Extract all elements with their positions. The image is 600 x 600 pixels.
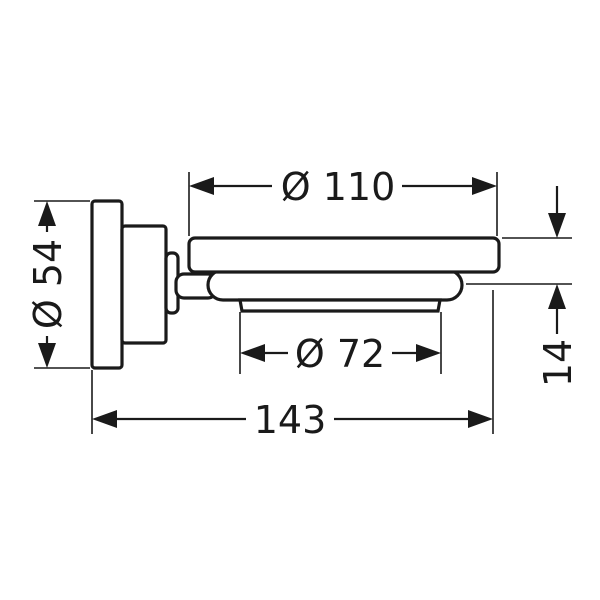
dimension-label-total-length: 143 bbox=[254, 398, 327, 442]
soap-dish-holder bbox=[90, 199, 501, 370]
dimension-height: 14 bbox=[536, 186, 580, 387]
dimension-label-top-width: Ø 110 bbox=[281, 165, 396, 209]
wall-rosette bbox=[120, 224, 168, 345]
dimension-wall-plate-diameter: Ø 54 bbox=[26, 201, 70, 368]
extension-lines bbox=[34, 172, 572, 434]
dish-plate bbox=[187, 236, 501, 274]
dimension-label-inner-width: Ø 72 bbox=[295, 332, 385, 376]
dish-lip bbox=[238, 298, 442, 313]
ring-holder bbox=[206, 268, 464, 302]
dimension-total-length: 143 bbox=[92, 398, 493, 442]
dimension-top-width: Ø 110 bbox=[189, 165, 497, 209]
dimension-inner-width: Ø 72 bbox=[240, 332, 441, 376]
wall-plate bbox=[90, 199, 124, 370]
dimension-label-height: 14 bbox=[536, 339, 580, 387]
dimension-label-wall-plate-diameter: Ø 54 bbox=[26, 239, 70, 329]
